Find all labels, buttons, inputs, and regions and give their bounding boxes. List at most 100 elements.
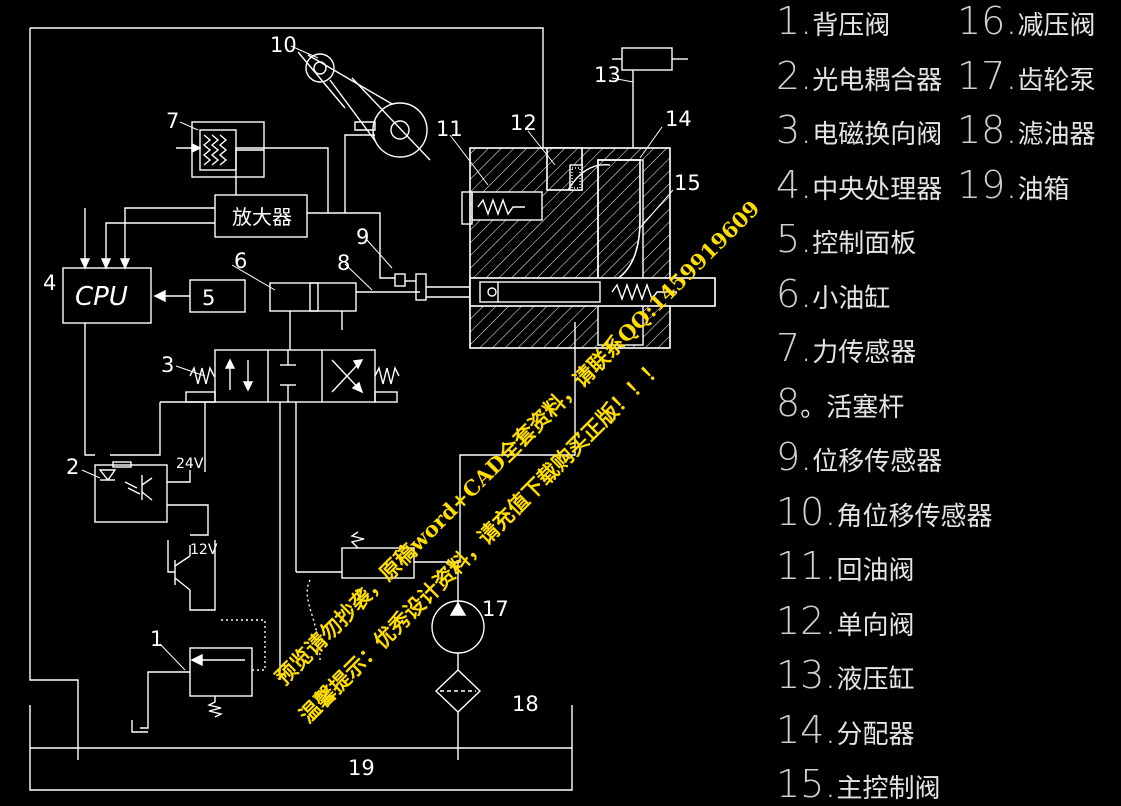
legend-number: 2. — [776, 53, 813, 98]
transistor — [167, 540, 216, 611]
label-18: 18 — [512, 692, 539, 716]
legend-text: 光电耦合器 — [812, 65, 943, 96]
legend-number: 10. — [776, 489, 837, 534]
legend-item: 6.小油缸 — [776, 275, 890, 313]
angular-sensor — [297, 51, 431, 161]
label-15: 15 — [674, 171, 701, 195]
label-8: 8 — [337, 251, 350, 275]
displacement-sensor — [394, 273, 427, 301]
legend-number: 1. — [776, 0, 813, 43]
label-3: 3 — [161, 353, 174, 377]
label-19: 19 — [348, 756, 375, 780]
amplifier-box — [214, 194, 308, 238]
legend-number: 6. — [776, 271, 813, 316]
label-5: 5 — [202, 286, 215, 310]
legend-item: 3.电磁换向阀 — [776, 111, 942, 149]
legend-number: 19. — [957, 162, 1018, 207]
legend-number: 16. — [957, 0, 1018, 43]
label-6: 6 — [234, 249, 247, 273]
legend-number: 8 — [776, 380, 801, 425]
oil-tank — [29, 705, 573, 791]
legend-text: 电磁换向阀 — [812, 120, 943, 150]
legend-item: 13.液压缸 — [776, 656, 914, 694]
legend-text: 小油缸 — [812, 283, 891, 314]
legend-item: 9.位移传感器 — [776, 438, 942, 476]
small-oil-cylinder — [269, 282, 420, 350]
leader-lines — [81, 45, 674, 671]
legend-item: 11.回油阀 — [776, 547, 914, 585]
legend-item: 12.单向阀 — [776, 602, 914, 640]
legend-text: 回油阀 — [836, 556, 915, 586]
legend-number: 15. — [776, 762, 837, 806]
legend-text: 。活塞杆 — [800, 392, 905, 423]
legend-number: 5. — [776, 217, 813, 261]
force-sensor — [176, 121, 265, 178]
solenoid-valve — [185, 349, 400, 403]
label-17: 17 — [482, 597, 509, 621]
legend-item: 14.分配器 — [776, 711, 914, 749]
label-2: 2 — [66, 455, 79, 479]
legend-number: 4. — [776, 162, 813, 207]
label-4: 4 — [43, 271, 56, 295]
label-14: 14 — [665, 107, 692, 131]
legend-number: 7. — [776, 326, 813, 370]
legend-text: 液压缸 — [836, 665, 915, 695]
legend-text: 滤油器 — [1017, 120, 1096, 150]
legend-item: 18.滤油器 — [957, 111, 1095, 149]
opto-coupler — [94, 461, 209, 536]
voltage-24v: 24V — [176, 456, 204, 472]
legend-item: 5.控制面板 — [776, 220, 916, 258]
legend-text: 中央处理器 — [812, 174, 943, 205]
label-11: 11 — [436, 117, 463, 141]
legend-number: 9. — [776, 435, 813, 479]
label-12: 12 — [510, 111, 537, 135]
legend-text: 齿轮泵 — [1017, 65, 1096, 96]
legend-text: 位移传感器 — [812, 447, 943, 477]
enclosure-top-line — [30, 27, 544, 148]
distributor-block — [461, 147, 716, 349]
legend-number: 17. — [957, 53, 1018, 98]
voltage-12v: 12V — [190, 542, 218, 558]
legend-text: 主控制阀 — [836, 774, 941, 804]
amplifier-label: 放大器 — [232, 205, 292, 229]
cpu-box — [62, 267, 152, 324]
legend-item: 1.背压阀 — [776, 2, 890, 40]
legend-text: 背压阀 — [812, 11, 891, 41]
label-13: 13 — [594, 63, 621, 87]
cpu-label: CPU — [75, 282, 128, 312]
legend-item: 2.光电耦合器 — [776, 57, 942, 95]
control-panel-box — [189, 279, 246, 313]
legend-item: 8。活塞杆 — [776, 384, 904, 422]
gear-pump — [431, 562, 485, 670]
legend-item: 7.力传感器 — [776, 329, 916, 367]
legend-item: 10.角位移传感器 — [776, 493, 992, 531]
legend-item: 15.主控制阀 — [776, 765, 940, 803]
legend-text: 减压阀 — [1017, 11, 1096, 41]
legend-text: 力传感器 — [812, 338, 917, 368]
legend-number: 14. — [776, 707, 837, 752]
legend-text: 角位移传感器 — [836, 501, 993, 532]
label-7: 7 — [166, 109, 179, 133]
label-10: 10 — [270, 33, 297, 57]
legend-text: 控制面板 — [812, 229, 917, 259]
legend-text: 油箱 — [1017, 174, 1070, 205]
legend-text: 分配器 — [836, 719, 915, 750]
label-9: 9 — [356, 225, 369, 249]
legend-number: 11. — [776, 544, 837, 588]
legend-number: 13. — [776, 653, 837, 697]
legend-item: 4.中央处理器 — [776, 166, 942, 204]
legend-item: 19.油箱 — [957, 166, 1069, 204]
legend-number: 3. — [776, 108, 813, 152]
back-pressure-valve — [131, 619, 266, 733]
hydraulic-cylinder — [612, 47, 688, 148]
legend-text: 单向阀 — [836, 610, 915, 641]
label-1: 1 — [150, 627, 163, 651]
legend-item: 17.齿轮泵 — [957, 57, 1095, 95]
oil-filter — [434, 669, 482, 760]
reducing-valve — [306, 322, 576, 661]
legend-item: 16.减压阀 — [957, 2, 1095, 40]
legend-number: 18. — [957, 108, 1018, 152]
enclosure-left-line — [29, 28, 79, 760]
